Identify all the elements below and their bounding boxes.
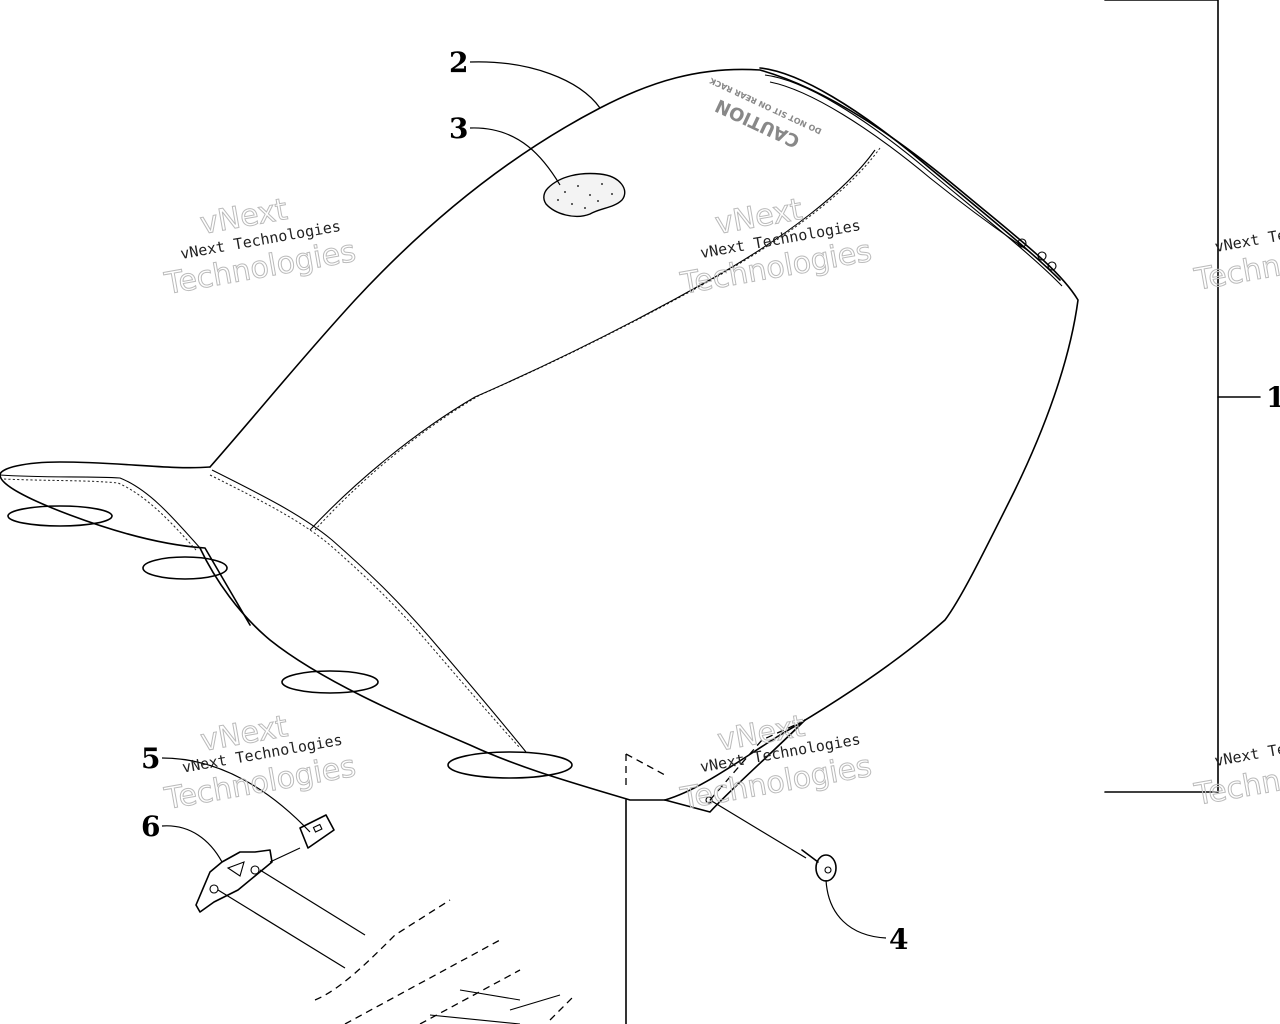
part-1-bracket bbox=[1104, 0, 1219, 793]
callout-1: 1 bbox=[1266, 381, 1280, 414]
svg-text:Techn: Techn bbox=[1191, 763, 1280, 813]
watermark-top-center: vNext vNext Technologies Technologies bbox=[677, 192, 875, 303]
seat-front-flap bbox=[0, 461, 251, 626]
watermark-bottom-right: vNext Te Techn bbox=[1191, 740, 1280, 814]
callout-3: 3 bbox=[449, 112, 468, 145]
callout-4: 4 bbox=[889, 923, 908, 956]
screw bbox=[801, 849, 837, 882]
callout-2: 2 bbox=[449, 46, 468, 79]
watermark-top-right: vNext Te Techn bbox=[1191, 226, 1280, 299]
foam-patch bbox=[543, 172, 626, 218]
watermark-bottom-left: vNext vNext Technologies Technologies bbox=[161, 709, 359, 818]
callout-6: 6 bbox=[141, 810, 160, 843]
seat-lower-edge bbox=[199, 547, 666, 801]
seat-assembly bbox=[0, 67, 1079, 813]
callout-5: 5 bbox=[141, 742, 160, 775]
mounting-bracket bbox=[195, 849, 273, 913]
svg-text:Techn: Techn bbox=[1191, 248, 1280, 298]
caution-label: CAUTION DO NOT SIT ON REAR RACK bbox=[708, 75, 823, 151]
speed-nut bbox=[299, 814, 335, 849]
watermark-bottom-center: vNext vNext Technologies Technologies bbox=[677, 708, 875, 817]
seat-top-outline bbox=[209, 68, 1079, 801]
seat-center-seam bbox=[314, 147, 881, 531]
watermark-top-left: vNext vNext Technologies Technologies bbox=[161, 192, 359, 303]
